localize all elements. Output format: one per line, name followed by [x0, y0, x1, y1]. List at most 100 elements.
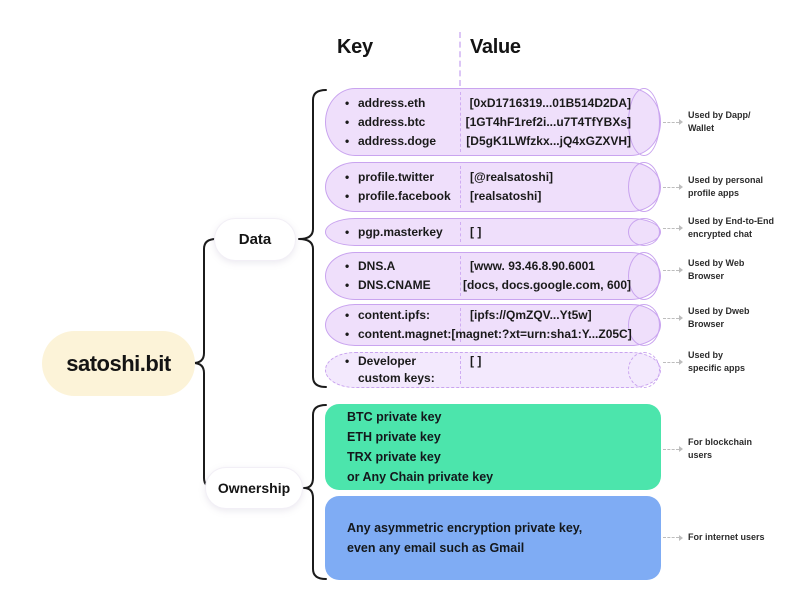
- table-row: DNS.CNAME [docs, docs.google.com, 600]: [345, 276, 631, 295]
- key-label: content.magnet:: [358, 327, 452, 341]
- box-content: DNS.A [www. 93.46.8.90.6001 DNS.CNAME [d…: [345, 252, 631, 300]
- data-box-addresses: address.eth [0xD1716319...01B514D2DA] ad…: [325, 88, 661, 156]
- dashed-arrow-icon: [663, 446, 683, 452]
- box-content: content.ipfs: [ipfs://QmZQV...Yt5w] cont…: [345, 304, 632, 346]
- note-line: Used by personal: [688, 175, 764, 185]
- branch-data-pill: Data: [214, 218, 296, 261]
- table-row: address.eth [0xD1716319...01B514D2DA]: [345, 94, 631, 113]
- value-label: [docs, docs.google.com, 600]: [462, 278, 631, 292]
- bullet-icon: [345, 353, 358, 370]
- bullet-icon: [345, 257, 358, 276]
- bullet-icon: [345, 94, 358, 113]
- key-label: address.eth: [358, 95, 426, 110]
- value-label: [1GT4hF1ref2i...u7T4TfYBXs]: [465, 114, 631, 129]
- table-row: address.btc [1GT4hF1ref2i...u7T4TfYBXs]: [345, 113, 631, 132]
- brace-root-to-branches: [192, 238, 217, 489]
- data-box-content: content.ipfs: [ipfs://QmZQV...Yt5w] cont…: [325, 304, 661, 346]
- note-line: Used by Web: [688, 258, 745, 268]
- key-value-divider: [460, 256, 461, 296]
- data-box-profiles: profile.twitter [@realsatoshi] profile.f…: [325, 162, 661, 212]
- branch-ownership-pill: Ownership: [205, 467, 303, 509]
- cylinder-body: [325, 352, 661, 388]
- note-line: Used by: [688, 350, 724, 360]
- value-column-header: Value: [470, 36, 521, 58]
- dashed-arrow-icon: [663, 534, 683, 541]
- header-divider: [459, 32, 461, 86]
- ownership-line: BTC private key: [347, 410, 442, 424]
- key-label: content.ipfs:: [358, 308, 430, 322]
- note-encrypted-chat: Used by End-to-End encrypted chat: [663, 215, 774, 241]
- note-line: users: [688, 450, 713, 460]
- box-content: Developer custom keys: [ ]: [345, 352, 631, 388]
- cylinder-body: [325, 88, 661, 156]
- cylinder-cap: [628, 252, 660, 300]
- dashed-arrow-icon: [663, 267, 683, 273]
- table-row: profile.facebook [realsatoshi]: [345, 187, 631, 206]
- ownership-line: ETH private key: [347, 430, 441, 444]
- note-line: encrypted chat: [688, 229, 753, 239]
- box-content: pgp.masterkey [ ]: [345, 218, 631, 246]
- ownership-line: Any asymmetric encryption private key,: [347, 521, 583, 535]
- note-line: Wallet: [688, 123, 715, 133]
- bullet-icon: [345, 187, 358, 206]
- value-label: [ ]: [470, 354, 482, 368]
- dashed-arrow-icon: [663, 225, 683, 231]
- cylinder-body: [325, 252, 661, 300]
- note-line: profile apps: [688, 188, 740, 198]
- data-box-developer-keys: Developer custom keys: [ ]: [325, 352, 661, 388]
- ownership-line: even any email such as Gmail: [347, 541, 525, 555]
- value-label: [ ]: [470, 224, 482, 239]
- table-row: profile.twitter [@realsatoshi]: [345, 168, 631, 187]
- dashed-arrow-icon: [663, 359, 683, 365]
- note-dapp-wallet: Used by Dapp/Wallet: [663, 109, 751, 135]
- bullet-icon: [345, 223, 358, 242]
- ownership-line: TRX private key: [347, 450, 441, 464]
- key-value-divider: [460, 308, 461, 342]
- table-row: DNS.A [www. 93.46.8.90.6001: [345, 257, 631, 276]
- note-internet-users: For internet users: [663, 531, 765, 544]
- bullet-icon: [345, 168, 358, 187]
- value-label: [www. 93.46.8.90.6001: [470, 259, 595, 273]
- cylinder-cap: [628, 218, 660, 246]
- key-label: profile.facebook: [358, 189, 451, 203]
- ownership-box-internet-keys: Any asymmetric encryption private key, e…: [325, 496, 661, 580]
- key-label: pgp.masterkey: [358, 224, 443, 239]
- table-row: content.magnet: [magnet:?xt=urn:sha1:Y..…: [345, 325, 632, 344]
- table-row: address.doge [D5gK1LWfzkx...jQ4xGZXVH]: [345, 132, 631, 151]
- ownership-box-blockchain-keys: BTC private key ETH private key TRX priv…: [325, 404, 661, 490]
- value-label: [realsatoshi]: [470, 189, 542, 203]
- brace-ownership-to-boxes: [303, 404, 327, 580]
- dashed-arrow-icon: [663, 315, 683, 321]
- brace-data-to-boxes: [298, 89, 327, 388]
- box-content: address.eth [0xD1716319...01B514D2DA] ad…: [345, 88, 631, 156]
- value-label: [ipfs://QmZQV...Yt5w]: [470, 308, 592, 322]
- value-label: [0xD1716319...01B514D2DA]: [469, 95, 631, 110]
- note-line: Used by End-to-End: [688, 216, 774, 226]
- bullet-icon: [345, 276, 358, 295]
- bullet-icon: [345, 132, 358, 151]
- value-label: [@realsatoshi]: [470, 170, 554, 184]
- data-box-dns: DNS.A [www. 93.46.8.90.6001 DNS.CNAME [d…: [325, 252, 661, 300]
- cylinder-body: [325, 162, 661, 212]
- note-line: For blockchain: [688, 437, 753, 447]
- key-value-divider: [460, 356, 461, 384]
- bullet-icon: [345, 113, 358, 132]
- key-label: DNS.CNAME: [358, 278, 431, 292]
- cylinder-cap: [628, 162, 660, 212]
- note-profile-apps: Used by personal profile apps: [663, 174, 763, 200]
- bullet-icon: [345, 325, 358, 344]
- note-blockchain-users: For blockchain users: [663, 436, 752, 462]
- note-specific-apps: Used by specific apps: [663, 349, 745, 375]
- key-label: DNS.A: [358, 259, 396, 273]
- cylinder-body: [325, 304, 661, 346]
- table-row: pgp.masterkey [ ]: [345, 223, 631, 242]
- root-domain-pill: satoshi.bit: [42, 331, 195, 396]
- key-value-divider: [460, 166, 461, 208]
- value-label: [magnet:?xt=urn:sha1:Y...Z05C]: [451, 327, 632, 341]
- note-line: specific apps: [688, 363, 746, 373]
- bullet-icon: [345, 306, 358, 325]
- note-line: For internet users: [688, 532, 765, 542]
